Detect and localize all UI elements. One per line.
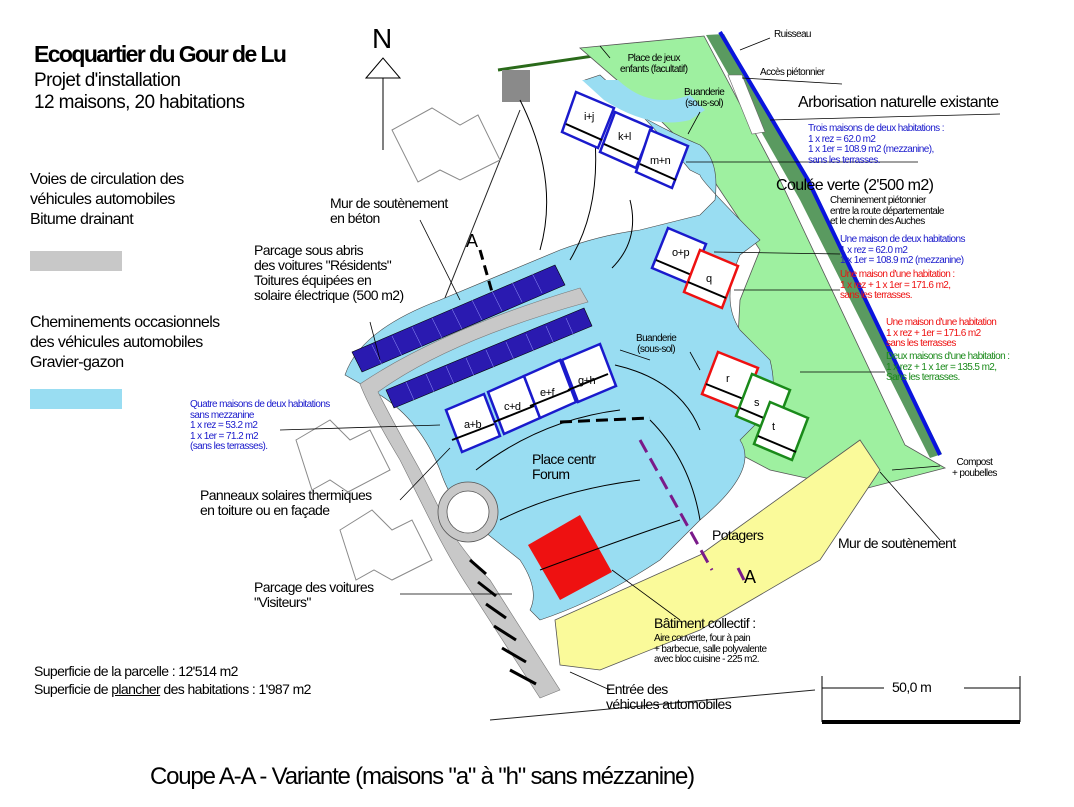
label-buanderie-mid: Buanderie(sous-sol) (636, 333, 677, 355)
label-mur-soutenement: Mur de soutènement (838, 535, 956, 551)
legend-paths-line-2: des véhicules automobiles (30, 334, 203, 351)
note-deux-maisons: Deux maisons d'une habitation :1 x rez +… (886, 351, 1010, 383)
house-label: i+j (584, 111, 594, 123)
legend-roads-swatch (30, 251, 122, 271)
note-une-maison-une: Une maison d'une habitation :1 x rez + 1… (840, 269, 955, 301)
note-trois-maisons: Trois maisons de deux habitations :1 x r… (808, 123, 945, 166)
legend-paths-swatch (30, 389, 122, 409)
label-batiment-collectif: Bâtiment collectif : (654, 615, 756, 631)
solar-carports (351, 264, 593, 409)
house-label: o+p (672, 247, 690, 259)
house-t: t (752, 400, 810, 462)
legend-paths-line-1: Cheminements occasionnels (30, 314, 220, 331)
collective-building (528, 515, 612, 600)
house-m-n: m+n (634, 128, 690, 190)
label-coulee-verte: Coulée verte (2'500 m2) (776, 177, 934, 194)
legend-roads-line-1: Voies de circulation des (30, 171, 184, 188)
road-main (359, 287, 589, 699)
north-arrow (364, 57, 402, 150)
house-label: q (706, 273, 712, 285)
house-q: q (682, 248, 740, 310)
legend-paths-line-3: Gravier-gazon (30, 354, 124, 371)
label-parcage-visiteurs: Parcage des voitures"Visiteurs" (254, 579, 374, 610)
house-k-l: k+l (598, 110, 654, 170)
section-label-a-bottom: A (744, 567, 756, 587)
roundabout-island (446, 490, 490, 534)
house-label: m+n (650, 155, 671, 167)
house-label: c+d (504, 401, 521, 413)
label-arborisation: Arborisation naturelle existante (798, 94, 999, 111)
house-e-f: e+f (522, 358, 578, 420)
neighbour-buildings (295, 107, 501, 581)
label-buanderie-top: Buanderie(sous-sol) (684, 87, 725, 109)
solar-carport-cells (371, 272, 575, 401)
house-label: a+b (464, 419, 482, 431)
label-compost: Compost+ poubelles (952, 457, 997, 479)
page-subtitle: Projet d'installation (34, 70, 181, 91)
gravel-path-loop (445, 425, 704, 500)
legend-roads-line-3: Bitume drainant (30, 211, 134, 228)
leader-lines (279, 37, 1001, 691)
gardens-yellow (554, 439, 881, 671)
parcel-outline-south (489, 689, 816, 721)
label-ruisseau: Ruisseau (774, 29, 811, 40)
house-i-j: i+j (560, 90, 616, 150)
house-label: t (772, 421, 775, 433)
grey-building (502, 70, 530, 102)
tree-band (706, 34, 942, 458)
label-parcage-residents: Parcage sous abris des voitures "Résiden… (254, 242, 404, 304)
scale-bar (821, 676, 1021, 724)
pedestrian-access (727, 74, 766, 135)
label-potagers: Potagers (712, 527, 764, 543)
label-batiment-details: Aire couverte, four à pain+ barbecue, sa… (654, 633, 767, 665)
house-label: r (726, 373, 730, 385)
house-g-h: g+h (560, 342, 618, 404)
gravel-path-north (582, 80, 705, 123)
page-subtitle-2: 12 maisons, 20 habitations (34, 92, 245, 113)
visitor-parking-hatch (469, 558, 537, 686)
superficie-plancher: Superficie de plancher des habitations :… (34, 681, 311, 697)
house-label: k+l (618, 131, 631, 143)
label-acces-pietonnier: Accès piétonnier (760, 67, 825, 78)
stream-line (718, 30, 942, 456)
coupe-caption: Coupe A-A - Variante (maisons "a" à "h" … (150, 763, 695, 790)
forum-curves (475, 99, 701, 571)
superficie-parcelle: Superficie de la parcelle : 12'514 m2 (34, 663, 238, 679)
house-label: s (754, 397, 760, 409)
house-label: g+h (578, 375, 596, 387)
scale-label: 50,0 m (892, 679, 932, 695)
north-label: N (372, 23, 392, 54)
house-label: e+f (540, 387, 556, 399)
section-line (478, 249, 746, 581)
legend-roads-line-2: véhicules automobiles (30, 191, 175, 208)
house-a-b: a+b (444, 392, 502, 454)
section-label-a-top: A (466, 231, 478, 251)
page-title: Ecoquartier du Gour de Lu (34, 41, 287, 67)
